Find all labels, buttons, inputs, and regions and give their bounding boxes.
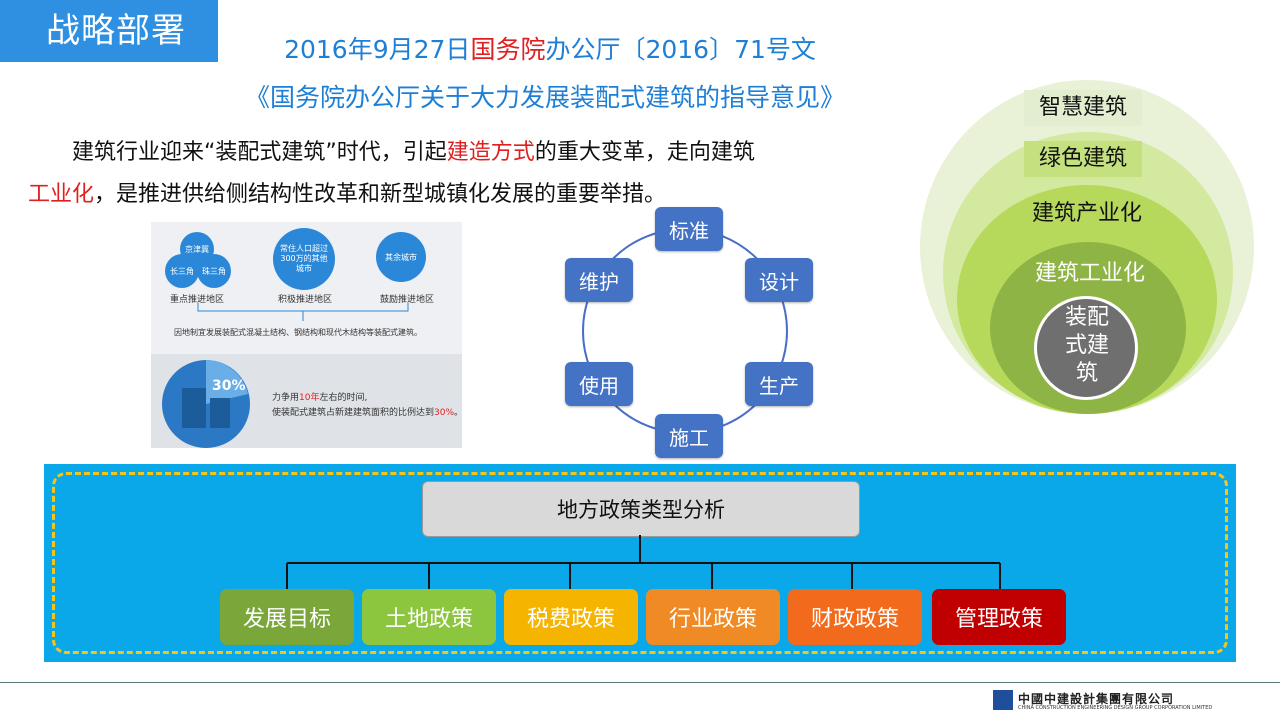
company-name-en: CHINA CONSTRUCTION ENGINEERING DESIGN GR… — [1018, 705, 1213, 711]
layer-label: 建筑工业化 — [1034, 261, 1145, 286]
goal-highlight: 30% — [434, 408, 455, 418]
policy-panel-border — [52, 472, 1228, 654]
footer-divider — [0, 682, 1280, 683]
section-tag: 战略部署 — [0, 0, 218, 62]
policy-type-box: 财政政策 — [788, 589, 922, 645]
goal-text: 。 — [454, 408, 464, 418]
document-number: 2016年9月27日国务院办公厅〔2016〕71号文 — [230, 30, 870, 66]
cycle-node-maintenance: 维护 — [565, 258, 633, 302]
intro-highlight: 工业化 — [28, 182, 95, 207]
policy-type-box: 发展目标 — [220, 589, 354, 645]
goal-line-1: 力争用10年左右的时间, — [272, 390, 367, 403]
document-title: 《国务院办公厅关于大力发展装配式建筑的指导意见》 — [244, 83, 845, 112]
cycle-node-construction: 施工 — [655, 414, 723, 458]
intro-text: 建筑行业迎来“装配式建筑”时代，引起 — [72, 140, 447, 165]
intro-text: 的重大变革，走向建筑 — [534, 140, 755, 165]
intro-highlight: 建造方式 — [446, 140, 535, 165]
region-caption: 积极推进地区 — [278, 295, 333, 305]
goal-text: 使装配式建筑占新建建筑面积的比例达到 — [272, 408, 435, 418]
intro-line-1: 建筑行业迎来“装配式建筑”时代，引起建造方式的重大变革，走向建筑 — [28, 134, 922, 166]
region-caption: 重点推进地区 — [170, 295, 225, 305]
region-circle: 常住人口超过300万的其他城市 — [273, 228, 335, 290]
doc-issuer: 国务院 — [470, 35, 546, 64]
layer-core-label: 装配式建筑 — [1064, 305, 1109, 386]
layer-core — [1034, 296, 1138, 400]
infographic-note: 因地制宜发展装配式混凝土结构、钢结构和现代木结构等装配式建筑。 — [174, 328, 422, 337]
doc-date: 2016年9月27日 — [284, 35, 471, 64]
doc-number: 办公厅〔2016〕71号文 — [545, 35, 816, 64]
goal-text: 力争用 — [272, 393, 300, 403]
cycle-node-standard: 标准 — [655, 207, 723, 251]
region-circle: 珠三角 — [197, 254, 231, 288]
region-caption: 鼓励推进地区 — [380, 295, 435, 305]
cycle-node-use: 使用 — [565, 362, 633, 406]
region-connector — [197, 303, 409, 321]
region-circle: 长三角 — [165, 254, 199, 288]
building-pie-icon — [162, 360, 250, 448]
goal-line-2: 使装配式建筑占新建建筑面积的比例达到30%。 — [272, 405, 463, 418]
region-circle: 其余城市 — [376, 232, 426, 282]
goal-text: 左右的时间, — [319, 393, 368, 403]
goal-percent: 30% — [212, 378, 246, 394]
goal-highlight: 10年 — [299, 393, 320, 403]
intro-line-2: 工业化，是推进供给侧结构性改革和新型城镇化发展的重要举措。 — [28, 176, 878, 208]
company-logo-icon — [993, 690, 1013, 710]
policy-type-box: 土地政策 — [362, 589, 496, 645]
company-name: 中國中建設計集團有限公司 — [1018, 692, 1175, 706]
cycle-node-production: 生产 — [745, 362, 813, 406]
intro-text: ，是推进供给侧结构性改革和新型城镇化发展的重要举措。 — [94, 182, 667, 207]
policy-type-box: 行业政策 — [646, 589, 780, 645]
layer-label: 绿色建筑 — [1024, 141, 1142, 177]
layer-label: 建筑产业化 — [1031, 201, 1142, 226]
policy-type-box: 税费政策 — [504, 589, 638, 645]
cycle-node-design: 设计 — [745, 258, 813, 302]
policy-type-box: 管理政策 — [932, 589, 1066, 645]
layer-label: 智慧建筑 — [1024, 90, 1142, 126]
